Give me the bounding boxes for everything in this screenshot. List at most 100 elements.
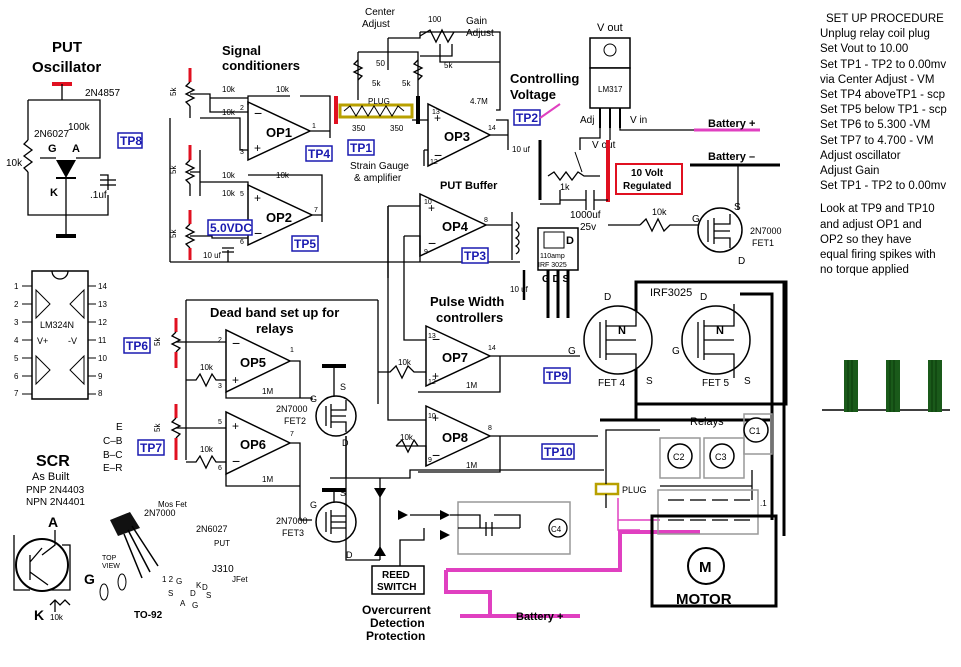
op8-r10k: 10k — [400, 433, 414, 442]
svg-text:2: 2 — [218, 337, 222, 344]
fet1-internals — [707, 214, 731, 248]
overcurrent-wiring — [330, 436, 604, 560]
svg-text:6: 6 — [218, 465, 222, 472]
op3-triangle — [427, 102, 492, 168]
relay-c4-label: C4 — [551, 525, 562, 534]
svg-text:5: 5 — [240, 191, 244, 198]
relay-contacts — [668, 499, 750, 521]
r100k-osc-label: 100k — [68, 122, 91, 133]
op1-triangle — [247, 100, 312, 162]
plug-label-sg: PLUG — [368, 97, 390, 106]
motor-frame — [650, 514, 778, 608]
center-adjust-label: Center — [365, 7, 396, 18]
scr-title: SCR — [36, 453, 70, 470]
c10uf-op2: 10 uf — [203, 251, 222, 260]
put-oscillator-title: PUT — [52, 39, 82, 56]
svg-text:D: D — [202, 583, 208, 592]
vout-label-top: V out — [597, 22, 623, 34]
scr-transistor-pair — [13, 530, 71, 612]
svg-text:10: 10 — [428, 413, 436, 420]
procedure-note: and adjust OP1 and — [820, 218, 922, 231]
c1000uf-label: 1000uf — [570, 210, 601, 221]
tp10-marker: TP10 — [541, 443, 575, 460]
op4-plus: + — [428, 201, 435, 215]
scr-npn: NPN 2N4401 — [26, 497, 85, 508]
op6-plus: + — [232, 419, 239, 433]
svg-text:3: 3 — [218, 383, 222, 390]
svg-text:14: 14 — [488, 345, 496, 352]
svg-text:4: 4 — [14, 336, 19, 345]
to92-top-view: TOP — [102, 555, 117, 562]
svg-text:9: 9 — [98, 372, 103, 381]
procedure-note: OP2 so they have — [820, 233, 912, 246]
op8-r1m: 1M — [466, 461, 477, 470]
op7-r10k: 10k — [398, 358, 412, 367]
fet3-s: S — [340, 488, 346, 498]
deadband-pots — [170, 318, 182, 460]
fet1-g: G — [692, 214, 700, 225]
vref-box: 5.0VDC — [207, 219, 253, 236]
fet5-n: N — [716, 325, 724, 337]
svg-text:3: 3 — [240, 149, 244, 156]
tp2-label: TP2 — [516, 111, 538, 125]
fet4-s: S — [646, 376, 653, 387]
op2-cap — [222, 247, 234, 262]
relay-c4-coil — [548, 518, 568, 538]
r50-label: 50 — [376, 59, 385, 68]
r5k-gain: 5k — [444, 61, 453, 70]
op5-op6-pins: 231 567 — [218, 337, 294, 472]
to92-label: TO-92 — [134, 610, 163, 621]
fet5-g: G — [672, 346, 680, 357]
jfet-label: JFet — [232, 575, 248, 584]
tp6-label: TP6 — [126, 339, 148, 353]
tp2-marker: TP2 — [513, 109, 541, 126]
tp5-label: TP5 — [294, 237, 316, 251]
scr-as-built: As Built — [32, 471, 69, 483]
put-diode-symbol — [56, 160, 76, 178]
put-g-pin: G — [48, 143, 57, 155]
svg-text:10: 10 — [98, 354, 107, 363]
pinout-cb: C–B — [103, 436, 123, 447]
r10k-b: 10k — [276, 85, 290, 94]
svg-text:12: 12 — [428, 379, 436, 386]
power-bus — [600, 282, 786, 536]
irf-pkg-label-2: IRF 3025 — [538, 262, 567, 269]
svg-text:7: 7 — [14, 389, 19, 398]
sg-r1 — [352, 59, 364, 81]
svg-text:1: 1 — [312, 123, 316, 130]
pot-5k-3: 5k — [169, 229, 178, 238]
r10k-c: 10k — [222, 108, 236, 117]
oc-diode-5 — [440, 530, 450, 540]
op5-minus: − — [232, 335, 240, 351]
tp10-label: TP10 — [544, 445, 573, 459]
tp4-label: TP4 — [308, 147, 330, 161]
tp7-marker: TP7 — [137, 439, 165, 456]
procedure-step: Adjust oscillator — [820, 149, 901, 162]
svg-text:5: 5 — [14, 354, 19, 363]
osc-wiring — [27, 84, 101, 140]
relay-c1-label: C1 — [749, 426, 761, 436]
fet2-s: S — [340, 382, 346, 392]
svg-text:3: 3 — [14, 318, 19, 327]
oc-diode-4 — [440, 510, 450, 520]
fet2-label: FET2 — [284, 416, 306, 426]
deadband-resistors: 10k 10k 1M 1M — [200, 363, 273, 484]
scr-anode-label: A — [48, 514, 58, 530]
svg-text:9: 9 — [428, 457, 432, 464]
svg-text:S: S — [206, 591, 211, 600]
reed-switch-box — [371, 565, 425, 595]
lm324-label: LM324N — [40, 320, 74, 330]
fet3-label: FET3 — [282, 528, 304, 538]
r10k-a: 10k — [222, 85, 236, 94]
svg-text:7: 7 — [290, 431, 294, 438]
strain-gauge-plug — [334, 96, 420, 124]
fet1-10k: 10k — [652, 207, 667, 217]
op7-label: OP7 — [442, 350, 468, 365]
relay-c2-coil — [667, 443, 693, 469]
svg-text:A: A — [180, 599, 186, 608]
reed-label-2: SWITCH — [377, 582, 416, 593]
fet4-d: D — [604, 292, 611, 303]
